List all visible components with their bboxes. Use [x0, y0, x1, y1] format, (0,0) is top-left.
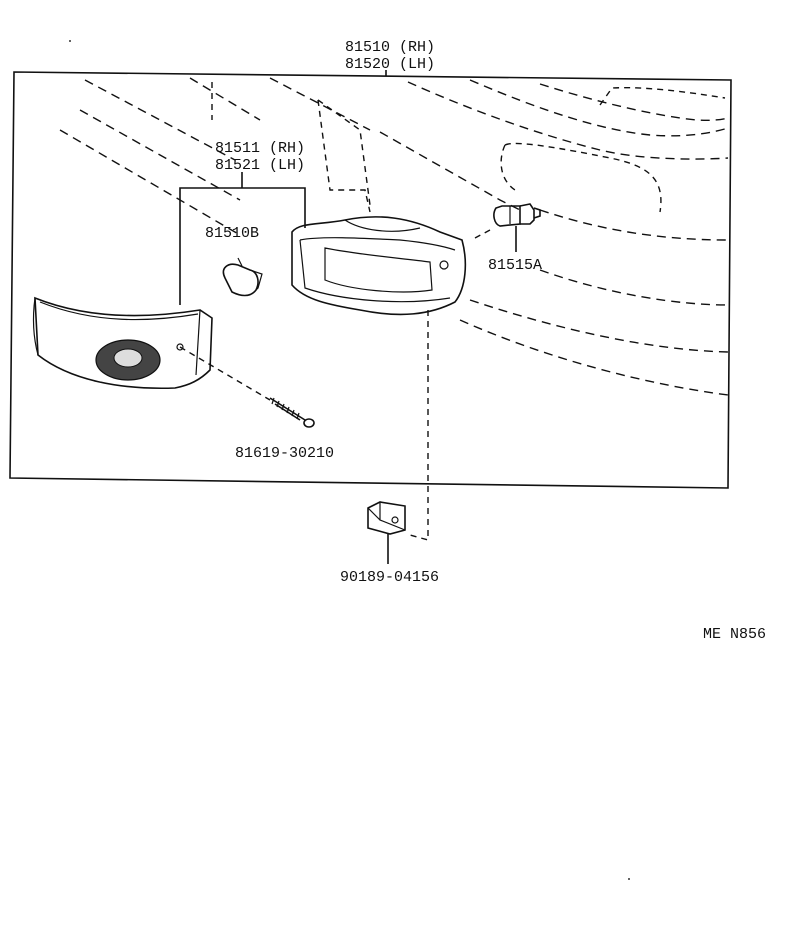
vehicle-body-outline — [59, 77, 729, 396]
clip-nut-icon — [367, 501, 406, 535]
label-bulb: 81510B — [205, 225, 259, 242]
nut-leader — [409, 310, 429, 541]
screw-icon — [269, 397, 315, 428]
label-socket: 81515A — [488, 257, 542, 274]
bulb-icon — [222, 257, 263, 297]
screw-leader — [179, 346, 271, 401]
label-nut: 90189-04156 — [340, 569, 439, 586]
socket-icon — [493, 203, 541, 227]
label-lens-lh: 81521 (LH) — [215, 157, 305, 174]
side-marker-lens — [32, 296, 213, 390]
diagram-frame — [9, 71, 732, 489]
label-screw: 81619-30210 — [235, 445, 334, 462]
label-assy-lh: 81520 (LH) — [345, 56, 435, 73]
label-diagram-code: ME N856 — [703, 626, 766, 643]
lens-bracket — [179, 187, 306, 305]
side-marker-housing — [291, 216, 467, 316]
label-lens-rh: 81511 (RH) — [215, 140, 305, 157]
label-assy-rh: 81510 (RH) — [345, 39, 435, 56]
